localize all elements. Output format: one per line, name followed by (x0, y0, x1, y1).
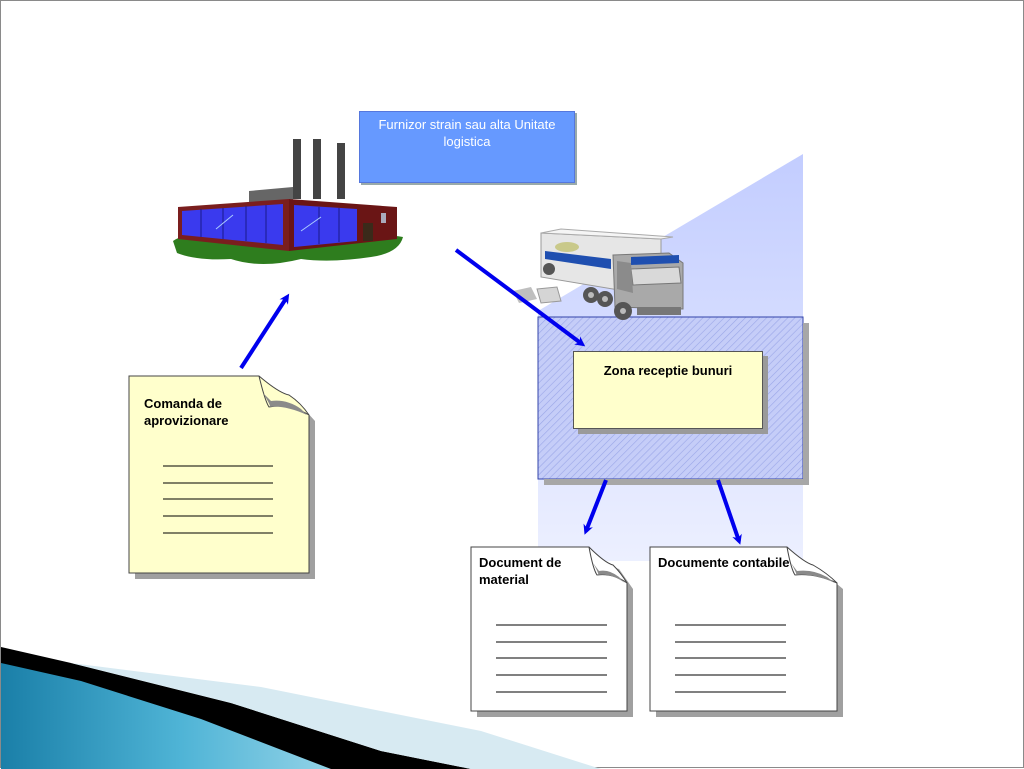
supplier-box: Furnizor strain sau alta Unitate logisti… (359, 111, 575, 183)
receiving-zone-box: Zona receptie bunuri (573, 351, 763, 429)
factory-icon (173, 139, 403, 264)
accounting-document (649, 546, 843, 717)
arrow-zone-to-accounting-doc (716, 479, 742, 545)
receiving-zone-label: Zona receptie bunuri (603, 363, 733, 378)
material-document (470, 546, 633, 717)
arrow-supplier-to-zone (454, 248, 586, 347)
accounting-document-label: Documente contabile (658, 555, 790, 570)
order-document (128, 375, 315, 579)
bottom-decoration (1, 647, 601, 769)
supplier-label: Furnizor strain sau alta Unitate logisti… (378, 117, 556, 149)
arrow-zone-to-material-doc (583, 479, 608, 535)
truck-icon (513, 228, 684, 320)
arrow-order-to-factory (239, 293, 290, 370)
material-document-label: Document de material (479, 555, 562, 587)
order-document-label: Comanda de aprovizionare (144, 396, 229, 428)
